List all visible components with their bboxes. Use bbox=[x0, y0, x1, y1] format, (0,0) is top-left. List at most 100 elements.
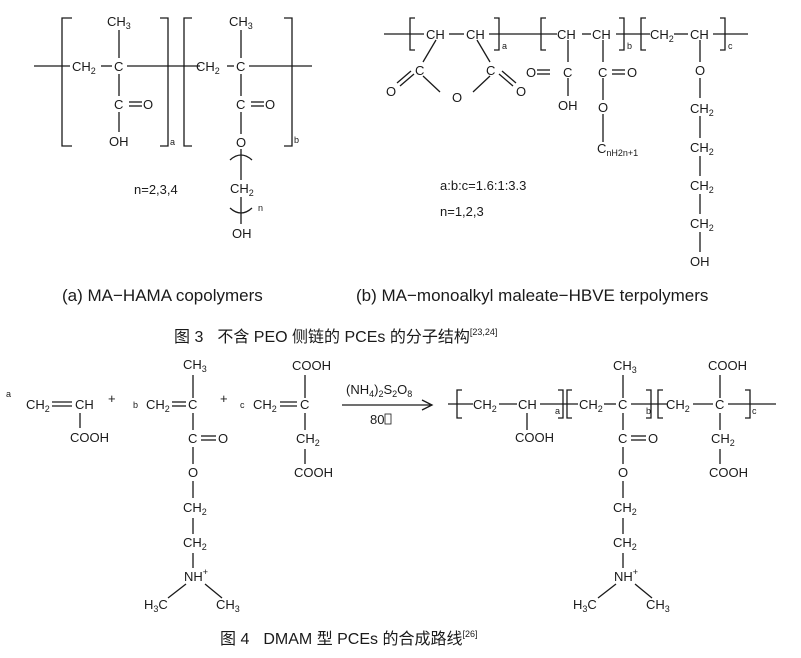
ch3-label: CH3 bbox=[107, 14, 131, 31]
o-label: O bbox=[648, 431, 658, 446]
subscript-a: a bbox=[502, 41, 507, 51]
ch2-label: CH2 bbox=[579, 397, 603, 414]
ch2-label: CH2 bbox=[650, 27, 674, 44]
o-label: O bbox=[236, 135, 246, 150]
temperature-label: 80 bbox=[370, 412, 384, 427]
n-values: n=2,3,4 bbox=[134, 182, 178, 197]
c-label: C bbox=[618, 431, 627, 446]
c-label: C bbox=[598, 65, 607, 80]
c-label: C bbox=[188, 397, 197, 412]
ch2-label: CH2 bbox=[613, 500, 637, 517]
c-label: C bbox=[114, 97, 123, 112]
reagent-label: (NH4)2S2O8 bbox=[346, 382, 412, 399]
ch2-label: CH2 bbox=[296, 431, 320, 448]
oh-label: OH bbox=[232, 226, 252, 241]
c-label: C bbox=[563, 65, 572, 80]
ch2-label: CH2 bbox=[473, 397, 497, 414]
c-label: C bbox=[236, 97, 245, 112]
structure-ma-hbve: CH CH a C C O O O CH CH b C O OH C O O C… bbox=[384, 17, 748, 269]
o-label: O bbox=[598, 100, 608, 115]
ch-label: CH bbox=[557, 27, 576, 42]
ratio-label: a:b:c=1.6:1:3.3 bbox=[440, 178, 526, 193]
o-label: O bbox=[618, 465, 628, 480]
o-label: O bbox=[386, 84, 396, 99]
cooh-label: COOH bbox=[515, 430, 554, 445]
subscript-a: a bbox=[170, 137, 175, 147]
ch2-label: CH2 bbox=[72, 59, 96, 76]
ch3-label: CH3 bbox=[183, 357, 207, 374]
subscript-n: n bbox=[258, 203, 263, 213]
o-label: O bbox=[188, 465, 198, 480]
plus-sign: + bbox=[220, 391, 228, 406]
ch-label: CH bbox=[426, 27, 445, 42]
ch-label: CH bbox=[690, 27, 709, 42]
ch3-label: CH3 bbox=[216, 597, 240, 614]
o-label: O bbox=[526, 65, 536, 80]
ch2-label: CH2 bbox=[196, 59, 220, 76]
n-values: n=1,2,3 bbox=[440, 204, 484, 219]
ch3-label: CH3 bbox=[229, 14, 253, 31]
subscript-a: a bbox=[555, 406, 560, 416]
o-label: O bbox=[452, 90, 462, 105]
oh-label: OH bbox=[690, 254, 710, 269]
ch2-label: CH2 bbox=[690, 140, 714, 157]
ch2-label: CH2 bbox=[146, 397, 170, 414]
cooh-label: COOH bbox=[292, 358, 331, 373]
caption-a: (a) MA−HAMA copolymers bbox=[62, 286, 263, 305]
ch3-label: CH3 bbox=[646, 597, 670, 614]
alkyl-label: CnH2n+1 bbox=[597, 141, 638, 158]
plus-sign: + bbox=[108, 391, 116, 406]
c-label: C bbox=[415, 63, 424, 78]
coefficient-c: c bbox=[240, 400, 245, 410]
ch2-label: CH2 bbox=[26, 397, 50, 414]
ch2-label: CH2 bbox=[711, 431, 735, 448]
cooh-label: COOH bbox=[294, 465, 333, 480]
reaction-scheme: a CH2 CH COOH + b CH2 C CH3 C O O CH2 CH… bbox=[6, 357, 776, 614]
c-label: C bbox=[114, 59, 123, 74]
ch-label: CH bbox=[75, 397, 94, 412]
ch2-label: CH2 bbox=[183, 535, 207, 552]
nh-plus-label: NH+ bbox=[184, 567, 208, 584]
ch2-label: CH2 bbox=[183, 500, 207, 517]
c-label: C bbox=[188, 431, 197, 446]
o-label: O bbox=[627, 65, 637, 80]
ch2-label: CH2 bbox=[690, 216, 714, 233]
ch2-label: CH2 bbox=[253, 397, 277, 414]
subscript-b: b bbox=[294, 135, 299, 145]
c-label: C bbox=[300, 397, 309, 412]
c-label: C bbox=[618, 397, 627, 412]
o-label: O bbox=[218, 431, 228, 446]
c-label: C bbox=[236, 59, 245, 74]
ch2-label: CH2 bbox=[613, 535, 637, 552]
c-label: C bbox=[715, 397, 724, 412]
c-label: C bbox=[486, 63, 495, 78]
subscript-b: b bbox=[646, 406, 651, 416]
cooh-label: COOH bbox=[70, 430, 109, 445]
o-label: O bbox=[516, 84, 526, 99]
ch2-label: CH2 bbox=[666, 397, 690, 414]
o-label: O bbox=[265, 97, 275, 112]
ch-label: CH bbox=[518, 397, 537, 412]
oh-label: OH bbox=[558, 98, 578, 113]
ch2-label: CH2 bbox=[230, 181, 254, 198]
caption-b: (b) MA−monoalkyl maleate−HBVE terpolymer… bbox=[356, 286, 708, 305]
cooh-label: COOH bbox=[708, 358, 747, 373]
ch3-label: CH3 bbox=[613, 358, 637, 375]
coefficient-a: a bbox=[6, 389, 11, 399]
ch-label: CH bbox=[592, 27, 611, 42]
subscript-c: c bbox=[752, 406, 757, 416]
ch-label: CH bbox=[466, 27, 485, 42]
oh-label: OH bbox=[109, 134, 129, 149]
h3c-label: H3C bbox=[144, 597, 168, 614]
subscript-c: c bbox=[728, 41, 733, 51]
coefficient-b: b bbox=[133, 400, 138, 410]
ch2-label: CH2 bbox=[690, 178, 714, 195]
subscript-b: b bbox=[627, 41, 632, 51]
o-label: O bbox=[143, 97, 153, 112]
h3c-label: H3C bbox=[573, 597, 597, 614]
cooh-label: COOH bbox=[709, 465, 748, 480]
ch2-label: CH2 bbox=[690, 101, 714, 118]
